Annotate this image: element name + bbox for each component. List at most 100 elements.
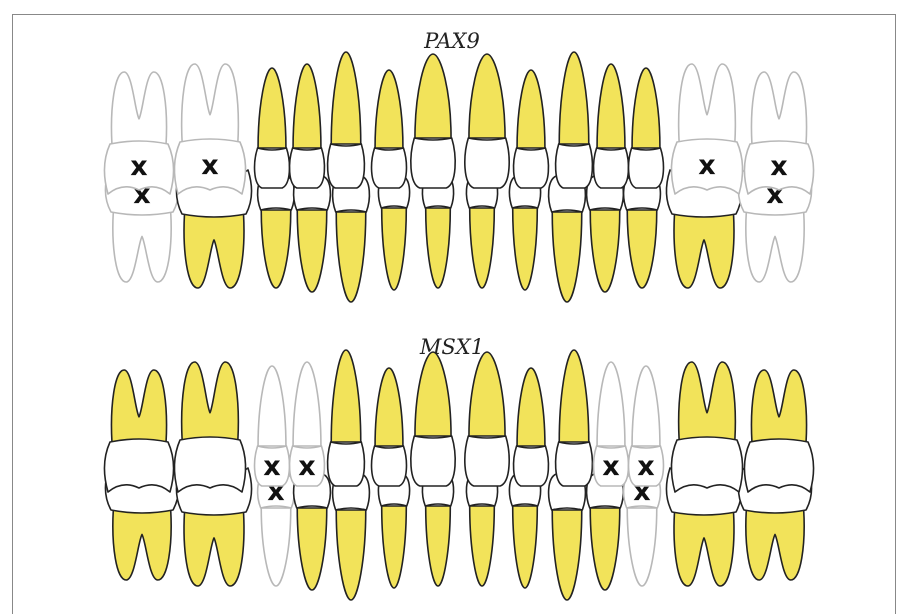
upper-right-canine-crown <box>328 144 365 188</box>
lower-right-first-premolar-root <box>297 210 327 292</box>
lower-left-second-molar-root <box>746 510 804 580</box>
upper-left-first-premolar-crown <box>594 148 629 188</box>
lower-right-canine-tooth <box>333 474 370 600</box>
upper-right-lateral-incisor-crown <box>372 148 407 188</box>
upper-right-first-molar-crown <box>174 437 245 492</box>
lower-right-second-premolar-tooth <box>258 176 295 288</box>
upper-right-second-premolar-missing-mark: x <box>263 451 280 482</box>
upper-right-lateral-incisor-root <box>375 368 403 446</box>
upper-right-first-premolar-tooth <box>290 64 325 188</box>
upper-left-central-incisor-tooth <box>465 352 509 486</box>
upper-right-lateral-incisor-tooth <box>372 368 407 486</box>
lower-right-first-premolar-root <box>297 508 327 590</box>
upper-left-second-molar-root <box>751 72 806 144</box>
upper-left-second-premolar-tooth: x <box>629 366 664 486</box>
upper-right-lateral-incisor-crown <box>372 446 407 486</box>
lower-right-canine-root <box>336 510 366 600</box>
lower-left-second-premolar-root <box>627 210 657 288</box>
lower-left-first-molar-root <box>674 214 734 288</box>
upper-left-first-molar-crown <box>671 437 742 492</box>
lower-left-first-premolar-root <box>590 508 620 590</box>
upper-left-canine-crown <box>556 442 593 486</box>
lower-left-central-incisor-root <box>470 208 495 288</box>
upper-right-first-molar-tooth <box>174 362 245 492</box>
upper-right-canine-tooth <box>328 350 365 486</box>
lower-left-second-molar-root <box>746 212 804 282</box>
upper-right-second-premolar-root <box>258 68 286 148</box>
upper-right-second-premolar-crown <box>255 148 290 188</box>
upper-left-canine-tooth <box>556 52 593 188</box>
upper-left-second-molar-tooth: x <box>744 72 813 194</box>
lower-left-canine-root <box>552 510 582 600</box>
lower-right-first-molar-root <box>184 512 244 586</box>
upper-left-second-premolar-missing-mark: x <box>637 451 654 482</box>
lower-right-lateral-incisor-root <box>382 506 407 588</box>
upper-right-second-premolar-tooth: x <box>255 366 290 486</box>
upper-left-canine-tooth <box>556 350 593 486</box>
upper-right-central-incisor-tooth <box>411 54 455 188</box>
upper-left-first-premolar-tooth <box>594 64 629 188</box>
upper-right-second-molar-missing-mark: x <box>130 151 147 182</box>
upper-left-lateral-incisor-root <box>517 368 545 446</box>
lower-right-second-premolar-root <box>261 508 291 586</box>
upper-right-first-molar-root <box>182 64 239 142</box>
upper-left-second-molar-root <box>751 370 806 442</box>
upper-right-second-molar-tooth <box>104 370 173 492</box>
upper-left-lateral-incisor-crown <box>514 446 549 486</box>
lower-right-canine-root <box>336 212 366 302</box>
upper-left-first-molar-root <box>679 362 736 440</box>
lower-right-central-incisor-root <box>426 208 451 288</box>
upper-left-lateral-incisor-tooth <box>514 70 549 188</box>
upper-right-canine-root <box>331 350 361 442</box>
upper-right-first-premolar-missing-mark: x <box>298 451 315 482</box>
upper-right-second-molar-tooth: x <box>104 72 173 194</box>
upper-right-canine-root <box>331 52 361 144</box>
upper-right-first-molar-tooth: x <box>174 64 245 194</box>
upper-left-central-incisor-tooth <box>465 54 509 188</box>
lower-left-lateral-incisor-root <box>513 208 538 290</box>
lower-left-central-incisor-tooth <box>466 474 497 586</box>
lower-left-second-premolar-tooth: x <box>624 474 661 586</box>
lower-right-lateral-incisor-tooth <box>378 474 409 588</box>
upper-left-second-premolar-root <box>632 366 660 446</box>
upper-right-central-incisor-crown <box>411 138 455 188</box>
lower-left-central-incisor-tooth <box>466 176 497 288</box>
lower-right-lateral-incisor-tooth <box>378 176 409 290</box>
upper-right-canine-tooth <box>328 52 365 188</box>
upper-left-first-molar-tooth <box>671 362 742 492</box>
upper-right-first-molar-missing-mark: x <box>201 150 218 181</box>
lower-left-canine-root <box>552 212 582 302</box>
upper-right-second-molar-crown <box>104 439 173 492</box>
upper-left-first-premolar-root <box>597 362 625 446</box>
lower-right-second-premolar-root <box>261 210 291 288</box>
upper-left-central-incisor-crown <box>465 138 509 188</box>
upper-left-second-molar-missing-mark: x <box>770 151 787 182</box>
lower-left-second-premolar-root <box>627 508 657 586</box>
lower-left-first-molar-root <box>674 512 734 586</box>
lower-right-first-premolar-tooth <box>294 474 331 590</box>
lower-right-second-molar-root <box>113 212 171 282</box>
upper-right-canine-crown <box>328 442 365 486</box>
lower-left-first-premolar-root <box>590 210 620 292</box>
upper-right-second-premolar-root <box>258 366 286 446</box>
upper-right-central-incisor-root <box>415 54 451 138</box>
upper-left-first-premolar-missing-mark: x <box>602 451 619 482</box>
upper-right-first-premolar-root <box>293 362 321 446</box>
upper-left-canine-crown <box>556 144 593 188</box>
upper-right-first-premolar-tooth: x <box>290 362 325 486</box>
upper-right-first-molar-root <box>182 362 239 440</box>
lower-right-second-premolar-tooth: x <box>258 474 295 586</box>
upper-left-second-premolar-root <box>632 68 660 148</box>
lower-right-central-incisor-tooth <box>422 474 453 586</box>
upper-left-second-molar-tooth <box>744 370 813 492</box>
upper-right-second-molar-root <box>111 370 166 442</box>
upper-left-second-molar-crown <box>744 439 813 492</box>
upper-left-first-premolar-root <box>597 64 625 148</box>
lower-right-first-molar-root <box>184 214 244 288</box>
upper-left-second-premolar-crown <box>629 148 664 188</box>
upper-left-first-molar-missing-mark: x <box>698 150 715 181</box>
lower-right-lateral-incisor-root <box>382 208 407 290</box>
